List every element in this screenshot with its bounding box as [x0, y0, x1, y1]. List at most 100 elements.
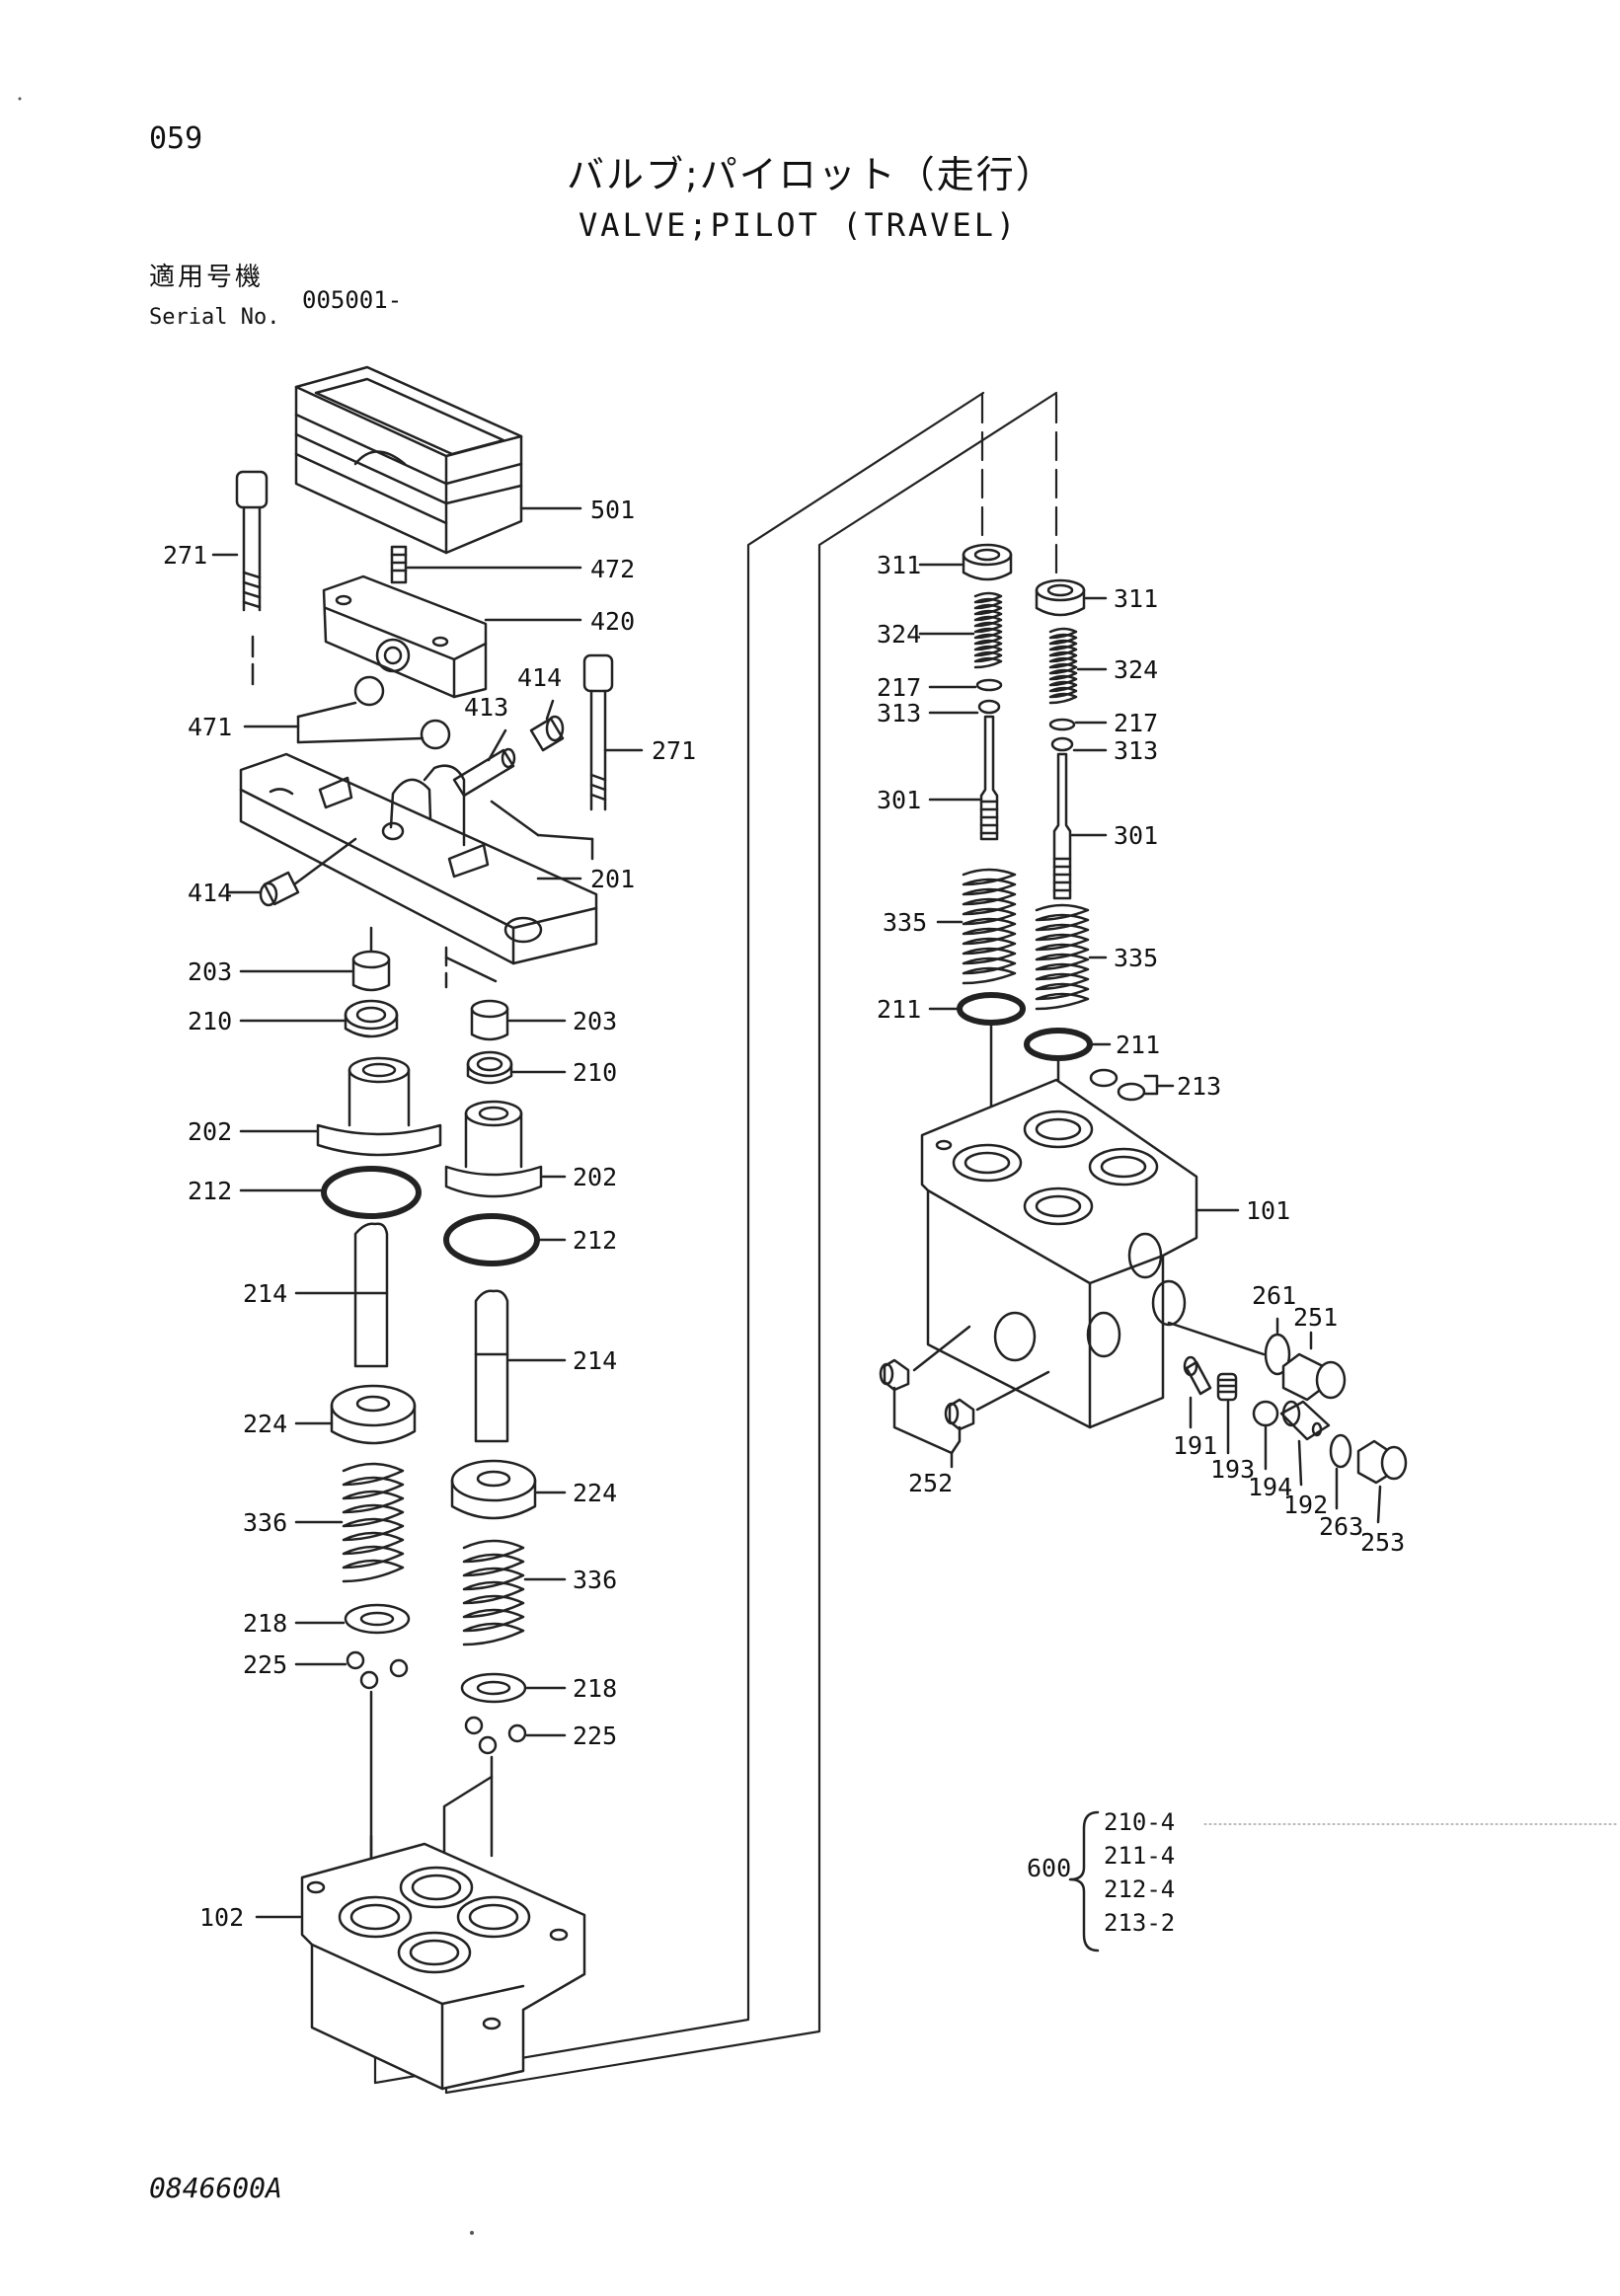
callout-210-right: 210	[573, 1058, 618, 1087]
callout-313-right: 313	[1114, 736, 1159, 765]
callout-471: 471	[188, 713, 233, 741]
callout-193: 193	[1210, 1455, 1256, 1484]
callout-102: 102	[199, 1903, 245, 1932]
seal-210-left	[344, 999, 399, 1038]
retainer-224-left	[330, 1384, 417, 1445]
callout-335-left: 335	[883, 908, 928, 937]
filter-193	[1216, 1372, 1238, 1402]
callout-271-right: 271	[652, 736, 697, 765]
plug-253	[1356, 1439, 1408, 1485]
page-number: 059	[149, 121, 203, 156]
pusher-214-right	[474, 1289, 509, 1443]
callout-224-left: 224	[243, 1410, 288, 1438]
spring-335-left	[962, 868, 1017, 985]
callout-203-right: 203	[573, 1007, 618, 1035]
callout-225-left: 225	[243, 1650, 288, 1679]
cap-311-right	[1035, 578, 1086, 617]
callout-211-right: 211	[1116, 1031, 1161, 1059]
o-ring-211-right	[1024, 1028, 1093, 1061]
title-japanese: バルブ;パイロット（走行）	[567, 153, 1055, 196]
plugs-252	[879, 1358, 975, 1431]
serial-label-japanese: 適用号機	[149, 263, 265, 292]
spool-301-right	[1052, 752, 1072, 900]
sleeve-191	[1183, 1355, 1212, 1396]
washer-217-left	[975, 678, 1003, 692]
pusher-214-left	[353, 1222, 389, 1368]
kit-item-213: 213-2	[1104, 1909, 1176, 1937]
spring-335-right	[1035, 903, 1090, 1011]
callout-202-left: 202	[188, 1117, 233, 1146]
title-english: VALVE;PILOT (TRAVEL)	[579, 206, 1019, 244]
spring-336-left	[342, 1462, 405, 1583]
callout-212-left: 212	[188, 1177, 233, 1205]
callout-251: 251	[1293, 1303, 1339, 1332]
ball-194	[1252, 1400, 1279, 1427]
callout-218-left: 218	[243, 1609, 288, 1638]
callout-261: 261	[1252, 1281, 1297, 1310]
o-rings-213	[1089, 1068, 1146, 1102]
callout-192: 192	[1283, 1491, 1329, 1519]
casing-201	[239, 752, 598, 965]
bushing-414-right	[529, 715, 565, 752]
kit-item-212: 212-4	[1104, 1875, 1176, 1903]
bolt-271-left	[235, 470, 269, 612]
callout-324-right: 324	[1114, 655, 1159, 684]
seat-218-right	[460, 1672, 527, 1704]
retainer-224-right	[450, 1459, 537, 1520]
serial-number-range: 005001-	[302, 286, 403, 314]
seat-218-left	[344, 1603, 411, 1635]
callout-413: 413	[464, 693, 509, 722]
cap-203-left	[351, 950, 391, 992]
guide-202-right	[444, 1100, 543, 1198]
callout-211-left: 211	[877, 995, 922, 1024]
plug-251	[1281, 1352, 1347, 1402]
callout-301-right: 301	[1114, 821, 1159, 850]
seal-210-right	[466, 1050, 513, 1085]
callout-335-right: 335	[1114, 944, 1159, 972]
body-102	[300, 1842, 586, 2091]
pin-413	[452, 747, 516, 798]
o-ring-211-left	[957, 992, 1026, 1026]
callout-214-right: 214	[573, 1346, 618, 1375]
body-101	[920, 1078, 1198, 1429]
cap-311-left	[962, 543, 1013, 581]
callout-271-left: 271	[163, 541, 208, 570]
callout-217-right: 217	[1114, 709, 1159, 737]
kit-item-210: 210-4	[1104, 1808, 1176, 1836]
cam-420	[322, 574, 488, 699]
callout-263: 263	[1319, 1512, 1364, 1541]
screw-472	[390, 545, 408, 584]
shims-225-right	[464, 1716, 527, 1755]
washer-313-right	[1050, 736, 1074, 752]
kit-number-600: 600	[1027, 1854, 1072, 1882]
callout-472: 472	[590, 555, 636, 583]
washer-313-left	[977, 699, 1001, 715]
callout-224-right: 224	[573, 1479, 618, 1507]
callout-311-left: 311	[877, 551, 922, 579]
ball-471-b	[420, 719, 451, 750]
spring-336-right	[462, 1539, 525, 1646]
callout-210-left: 210	[188, 1007, 233, 1035]
boot-501	[294, 365, 523, 555]
callout-212-right: 212	[573, 1226, 618, 1255]
bolt-271-right	[582, 653, 614, 811]
spring-324-left	[973, 591, 1003, 669]
bushing-414-left	[259, 871, 300, 907]
callout-313-left: 313	[877, 699, 922, 727]
o-ring-212-right	[443, 1213, 540, 1266]
callout-202-right: 202	[573, 1163, 618, 1191]
kit-item-211: 211-4	[1104, 1842, 1176, 1870]
callout-414-left: 414	[188, 879, 233, 907]
serial-label-english: Serial No.	[149, 305, 280, 330]
kit-bracket	[1068, 1810, 1100, 1952]
callout-194: 194	[1248, 1473, 1293, 1501]
callout-336-left: 336	[243, 1508, 288, 1537]
seat-192	[1279, 1400, 1331, 1441]
callout-203-left: 203	[188, 957, 233, 986]
callout-253: 253	[1360, 1528, 1406, 1557]
callout-201: 201	[590, 865, 636, 893]
washer-217-right	[1048, 718, 1076, 731]
callout-218-right: 218	[573, 1674, 618, 1703]
